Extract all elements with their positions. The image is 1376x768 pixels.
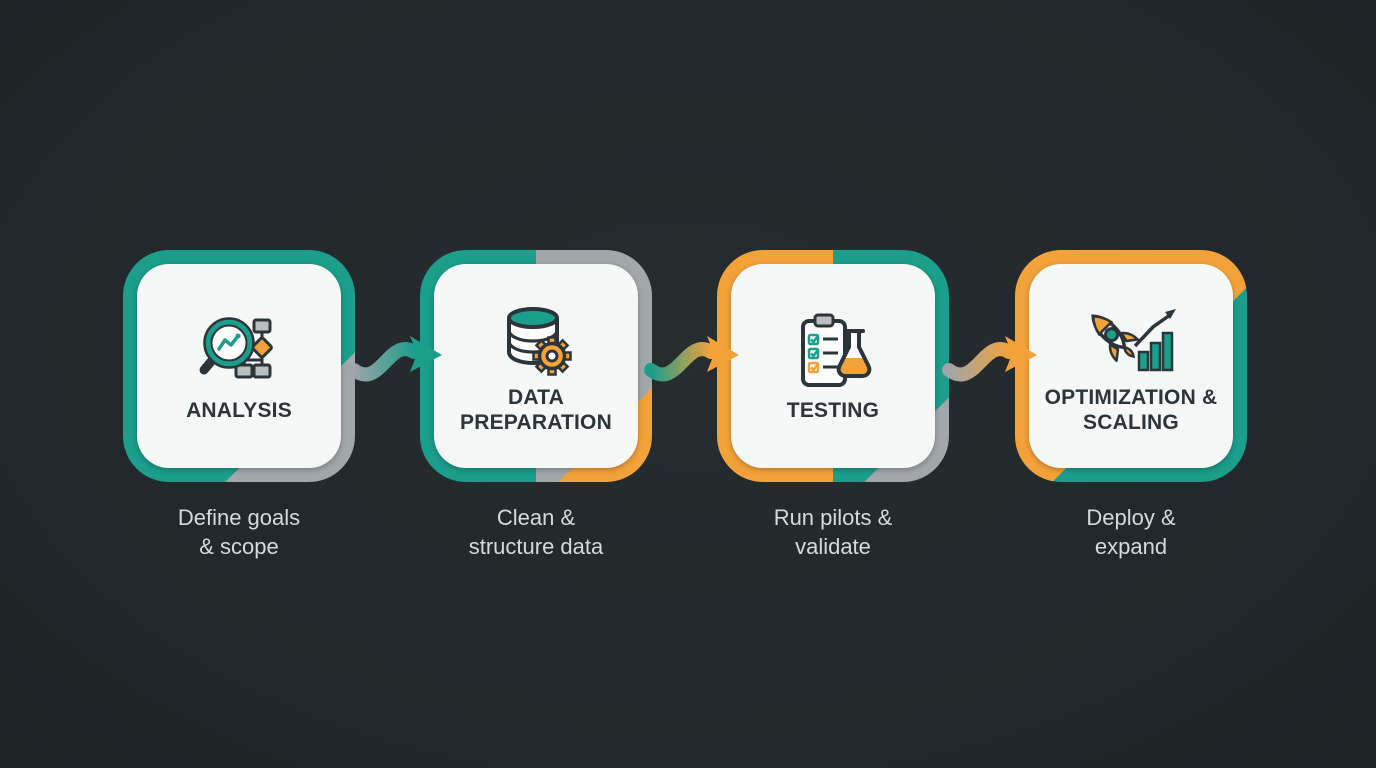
data-preparation-icon [488, 296, 584, 380]
step-frame-analysis: ANALYSIS [123, 250, 355, 482]
step-data-preparation: DATA PREPARATION Clean & structure data [420, 250, 652, 561]
step-title: TESTING [786, 398, 880, 422]
step-subtitle: Run pilots & validate [773, 505, 893, 559]
step-testing: TESTING Run pilots & validate [717, 250, 949, 561]
step-title: DATA PREPARATION [460, 386, 612, 434]
step-subtitle: Clean & structure data [468, 505, 604, 559]
step-card-data-preparation: DATA PREPARATION [434, 264, 638, 468]
analysis-icon [191, 309, 287, 393]
step-title: ANALYSIS [186, 398, 292, 422]
step-subtitle: Deploy & expand [1086, 505, 1176, 559]
step-analysis: ANALYSIS Define goals & scope [123, 250, 355, 561]
step-card-optimization: OPTIMIZATION & SCALING [1029, 264, 1233, 468]
step-title: OPTIMIZATION & SCALING [1044, 386, 1218, 434]
step-frame-optimization: OPTIMIZATION & SCALING [1015, 250, 1247, 482]
optimization-icon [1083, 296, 1179, 380]
step-optimization-scaling: OPTIMIZATION & SCALING Deploy & expand [1015, 250, 1247, 561]
testing-icon [785, 309, 881, 393]
step-frame-data-preparation: DATA PREPARATION [420, 250, 652, 482]
step-subtitle: Define goals & scope [177, 505, 301, 559]
step-card-testing: TESTING [731, 264, 935, 468]
step-frame-testing: TESTING [717, 250, 949, 482]
step-card-analysis: ANALYSIS [137, 264, 341, 468]
